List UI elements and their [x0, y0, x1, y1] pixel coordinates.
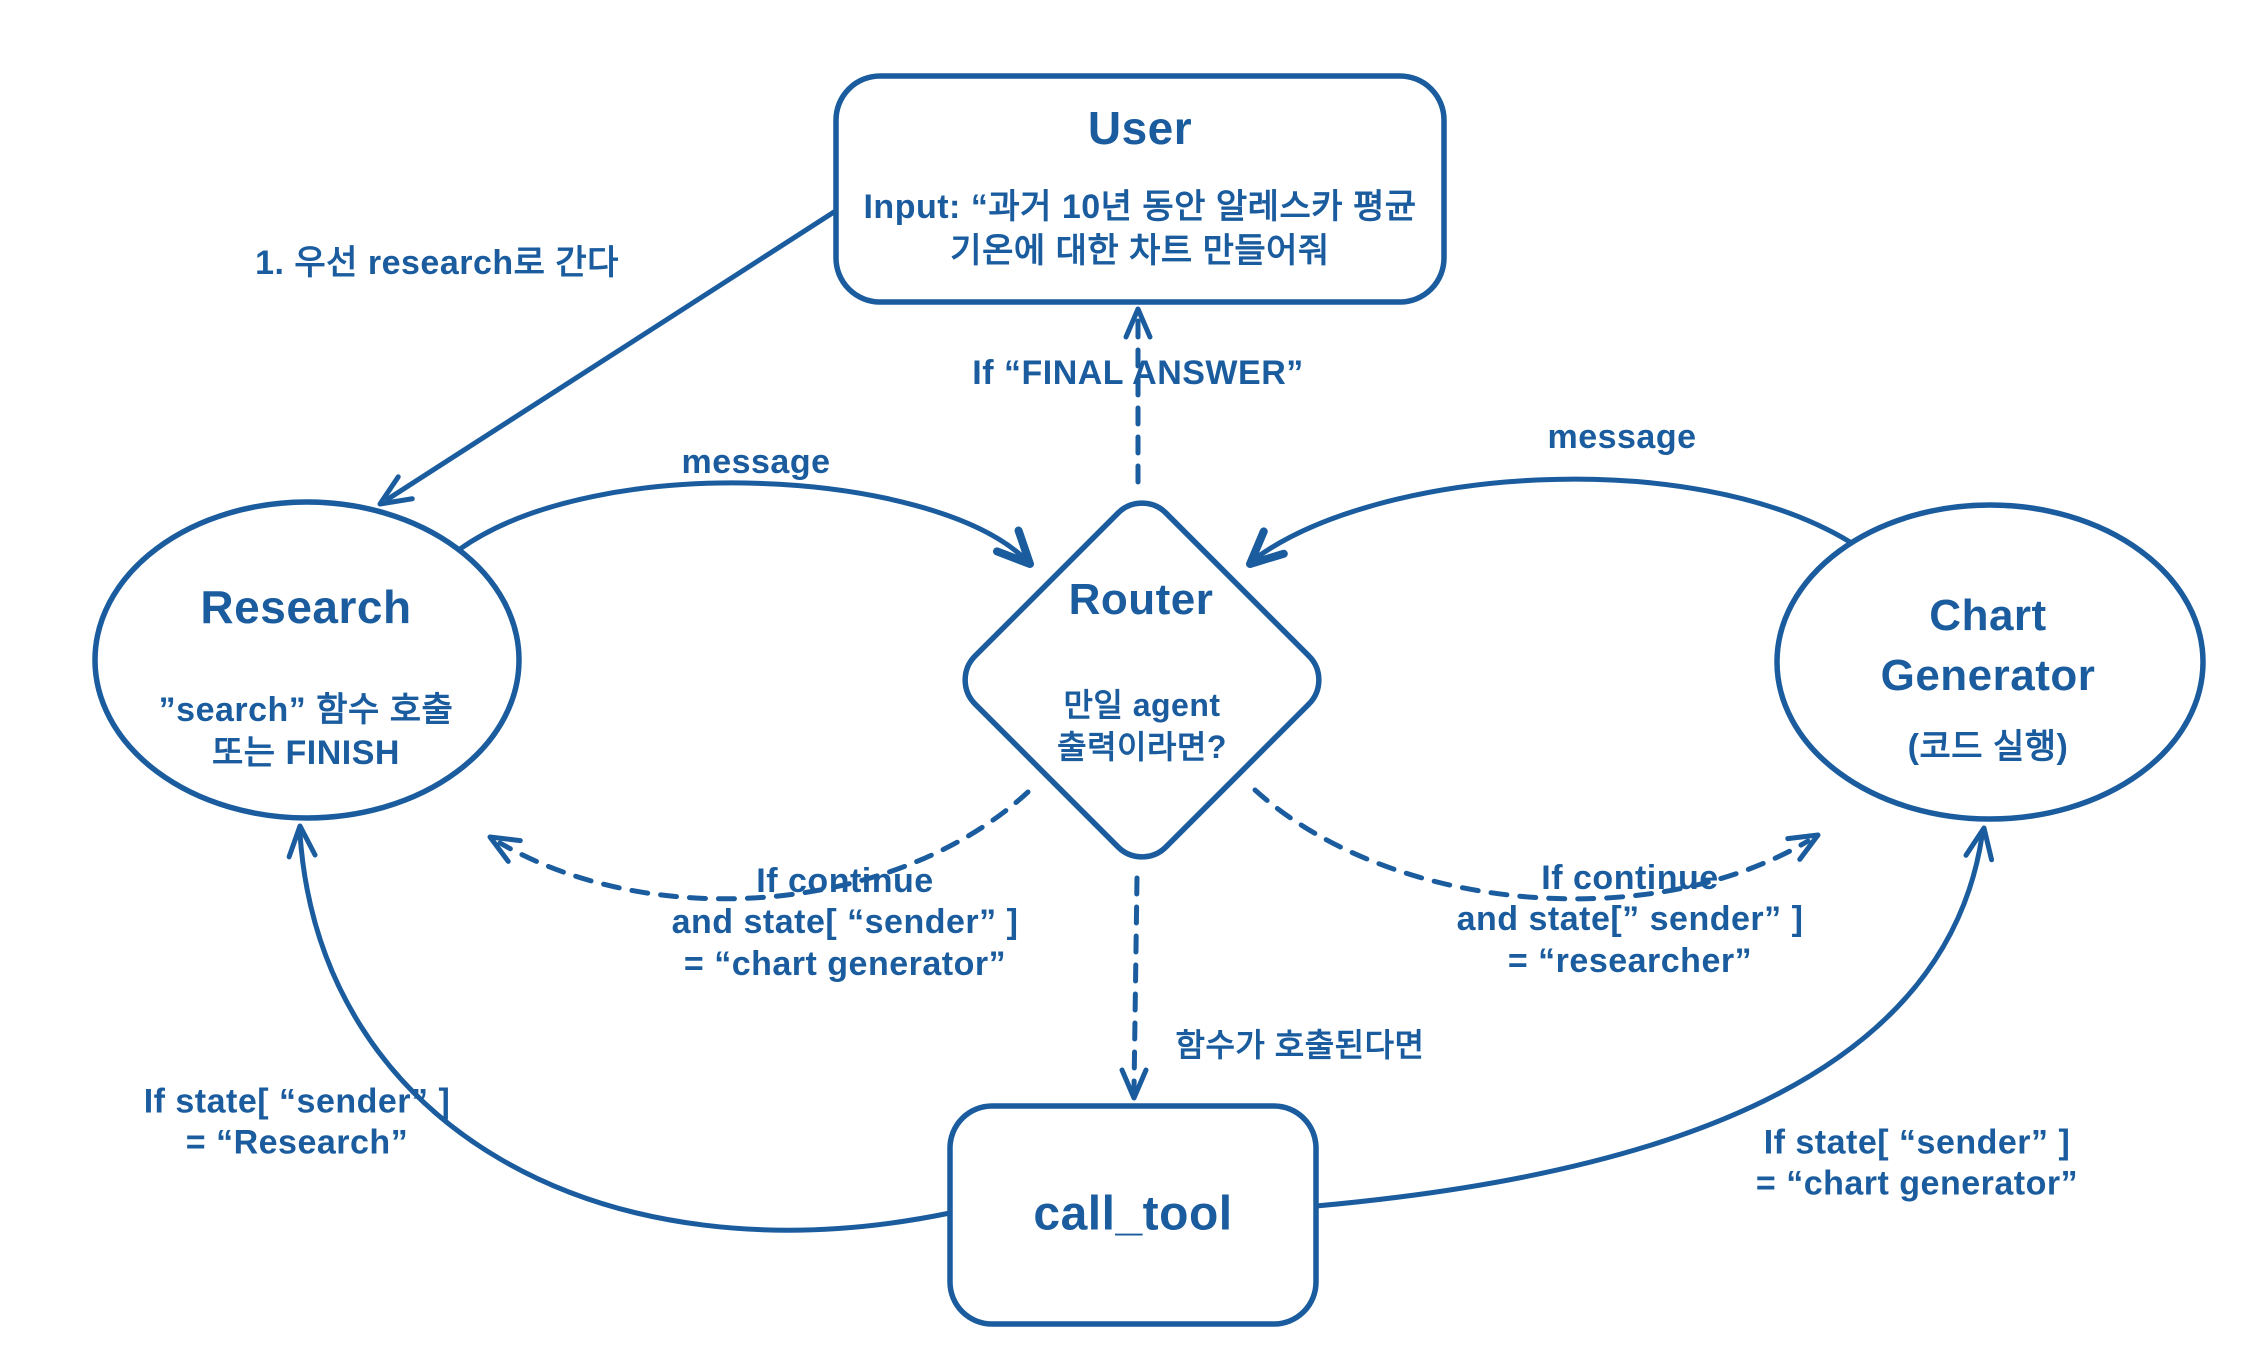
edge-user-to-research [385, 209, 837, 502]
arrowhead-user-to-research [377, 474, 415, 507]
label-if-continue-right-line1: If continue [1541, 858, 1719, 897]
router-title: Router [1068, 575, 1214, 625]
arrowhead-router-to-research [487, 834, 523, 864]
label-sender-research-line2: = “Research” [185, 1124, 409, 1162]
call-tool-title: call_tool [1033, 1187, 1233, 1241]
edge-router-to-call-tool [1131, 875, 1140, 1093]
router-body-line1: 만일 agent [1063, 687, 1221, 724]
arrowhead-router-to-call-tool [1119, 1067, 1149, 1101]
router-body-line2: 출력이라면? [1057, 729, 1227, 766]
user-title: User [1087, 101, 1193, 154]
router-diamond [962, 500, 1322, 860]
label-if-continue-left-line2: and state[ “sender” ] [671, 903, 1019, 942]
arrowhead-call-tool-to-chart [1963, 825, 1995, 863]
arrowhead-router-to-chart [1785, 832, 1821, 862]
chart-generator-title-line1: Chart [1929, 591, 2047, 641]
call-tool-box [947, 1103, 1319, 1327]
label-if-continue-right-line3: = “researcher” [1507, 941, 1753, 980]
chart-generator-subtitle: (코드 실행) [1907, 727, 2069, 766]
label-if-continue-right-line2: and state[” sender” ] [1456, 900, 1804, 939]
arrowhead-router-to-user [1123, 306, 1153, 340]
label-message-left: message [681, 442, 831, 481]
label-message-right: message [1547, 417, 1697, 456]
chart-generator-ellipse [1774, 502, 2206, 822]
arrowhead-research-to-router [992, 526, 1034, 568]
research-title: Research [200, 580, 412, 633]
user-input-line2: 기온에 대한 차트 만들어줘 [950, 231, 1330, 270]
label-if-continue-left-line3: = “chart generator” [683, 944, 1007, 983]
user-input-line1: Input: “과거 10년 동안 알레스카 평균 [863, 187, 1417, 226]
research-body-line1: ”search” 함수 호출 [158, 690, 454, 729]
label-user-to-research: 1. 우선 research로 간다 [255, 243, 619, 282]
user-box [833, 73, 1447, 305]
label-sender-research-line1: If state[ “sender” ] [143, 1082, 451, 1121]
edge-research-to-router [457, 480, 1027, 561]
label-if-continue-left-line1: If continue [756, 861, 934, 900]
label-sender-chart-generator-line1: If state[ “sender” ] [1763, 1123, 2071, 1162]
research-ellipse [92, 499, 522, 821]
edge-chart-to-router [1253, 476, 1853, 561]
label-if-continue-right: If continue and state[” sender” ] = “res… [1457, 858, 1804, 982]
edge-router-to-research [497, 789, 1031, 902]
label-sender-chart-generator-line2: = “chart generator” [1755, 1165, 2079, 1203]
label-final-answer: If “FINAL ANSWER” [972, 353, 1304, 392]
label-function-called: 함수가 호출된다면 [1175, 1027, 1425, 1064]
research-body-line2: 또는 FINISH [212, 733, 400, 772]
chart-generator-title-line2: Generator [1880, 651, 2096, 701]
label-if-continue-left: If continue and state[ “sender” ] = “cha… [672, 861, 1019, 985]
edge-call-tool-to-chart [1313, 833, 1985, 1209]
label-sender-research: If state[ “sender” ] = “Research” [144, 1082, 451, 1165]
label-sender-chart-generator: If state[ “sender” ] = “chart generator” [1756, 1123, 2078, 1206]
edge-router-to-chart [1252, 787, 1811, 902]
edge-call-tool-to-research [297, 831, 953, 1233]
arrowhead-call-tool-to-research [286, 823, 318, 860]
arrowhead-chart-to-router [1246, 527, 1288, 568]
